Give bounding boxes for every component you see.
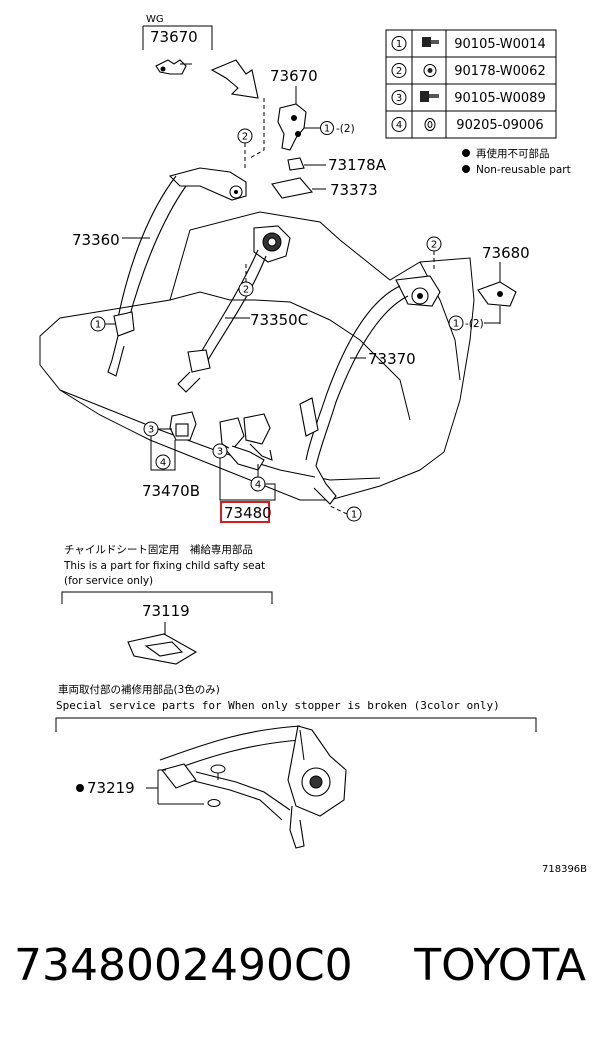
non-reusable-marker-icon: [462, 149, 470, 157]
washer-icon: [424, 118, 436, 131]
legend-en: Non-reusable part: [476, 164, 571, 176]
fastener-table: 1 90105-W0014 2 90178-W0062 3: [385, 29, 557, 139]
svg-text:73680: 73680: [482, 244, 530, 262]
svg-text:73219: 73219: [87, 779, 135, 797]
callout-73470b: 3 4 73470B: [142, 411, 200, 500]
callout-73480: 3 4 73480: [212, 413, 276, 523]
table-row: 1 90105-W0014: [391, 36, 546, 52]
child-seat-note: チャイルドシート固定用 補給専用部品 This is a part for fi…: [61, 543, 273, 665]
svg-text:チャイルドシート固定用 補給専用部品: チャイルドシート固定用 補給専用部品: [64, 543, 253, 556]
callout-ref-1: 1: [329, 505, 362, 522]
table-row: 4 90205-09006: [391, 117, 544, 133]
svg-text:73178A: 73178A: [328, 156, 387, 174]
stopper-button-icon: [207, 799, 221, 807]
svg-text:2: 2: [242, 132, 248, 143]
parts-diagram: 1 90105-W0014 2 90178-W0062 3: [39, 14, 587, 875]
svg-text:-(2): -(2): [465, 318, 484, 330]
svg-text:1: 1: [351, 510, 357, 521]
callout-wg-73670: WG 73670: [142, 14, 213, 75]
svg-text:This is a part for fixing chil: This is a part for fixing child safty se…: [63, 560, 265, 572]
svg-text:車両取付部の補修用部品(3色のみ): 車両取付部の補修用部品(3色のみ): [58, 683, 220, 696]
svg-text:73470B: 73470B: [142, 482, 200, 500]
svg-text:Special service parts for: Special service parts for When only stop…: [56, 699, 500, 712]
svg-text:73119: 73119: [142, 602, 190, 620]
service-note: 車両取付部の補修用部品(3色のみ) Special service parts …: [55, 683, 537, 732]
table-part-number: 90105-W0089: [454, 91, 545, 106]
table-part-number: 90105-W0014: [454, 37, 545, 52]
part-number: 7348002490C0: [14, 940, 353, 991]
callout-ref-2: 2: [237, 128, 253, 168]
svg-text:3: 3: [217, 447, 223, 458]
svg-text:73670: 73670: [150, 28, 198, 46]
callout-73670: 73670 1 -(2): [270, 67, 355, 151]
svg-text:4: 4: [255, 480, 261, 491]
svg-text:(for service only): (for service only): [64, 575, 153, 587]
callout-73178a: 73178A: [287, 156, 387, 174]
stopper-button-icon: [210, 764, 226, 780]
bolt-icon: [420, 91, 439, 102]
svg-text:73350C: 73350C: [250, 311, 308, 329]
belt-73360: 73360 1: [72, 167, 247, 377]
diagram-code: 718396B: [542, 864, 587, 875]
svg-text:1: 1: [324, 124, 330, 135]
table-ref: 2: [396, 66, 402, 77]
svg-text:73373: 73373: [330, 181, 378, 199]
table-ref: 1: [396, 39, 402, 50]
footer: 7348002490C0 TOYOTA: [0, 940, 600, 1010]
svg-text:73480: 73480: [224, 504, 272, 522]
table-row: 2 90178-W0062: [391, 63, 546, 79]
callout-73680: 2 73680 1 -(2): [426, 236, 530, 331]
svg-text:-(2): -(2): [336, 123, 355, 135]
non-reusable-marker-icon: [462, 165, 470, 173]
belt-73370: 73370: [299, 275, 441, 505]
legend: 再使用不可部品 Non-reusable part: [462, 147, 571, 176]
non-reusable-marker-icon: [76, 784, 84, 792]
table-part-number: 90178-W0062: [454, 64, 545, 79]
svg-text:2: 2: [243, 285, 249, 296]
svg-text:4: 4: [160, 458, 166, 469]
svg-text:73370: 73370: [368, 350, 416, 368]
belt-73350c: 2 73350C: [177, 225, 308, 393]
svg-text:1: 1: [95, 320, 101, 331]
svg-text:1: 1: [453, 319, 459, 330]
svg-text:2: 2: [431, 240, 437, 251]
highlight-box: [220, 501, 270, 523]
svg-text:3: 3: [148, 425, 154, 436]
bolt-icon: [422, 37, 439, 47]
callout-73373: 73373: [271, 177, 378, 199]
svg-text:73360: 73360: [72, 231, 120, 249]
brand-name: TOYOTA: [414, 940, 586, 991]
stopper-service-drawing: 73219: [76, 725, 347, 849]
svg-text:WG: WG: [146, 14, 164, 25]
nut-icon: [423, 64, 437, 77]
table-row: 3 90105-W0089: [391, 90, 546, 106]
table-ref: 4: [396, 120, 402, 131]
table-ref: 3: [396, 93, 402, 104]
table-part-number: 90205-09006: [456, 118, 543, 133]
direction-arrow-icon: [210, 59, 259, 99]
legend-ja: 再使用不可部品: [476, 147, 550, 160]
svg-text:73670: 73670: [270, 67, 318, 85]
